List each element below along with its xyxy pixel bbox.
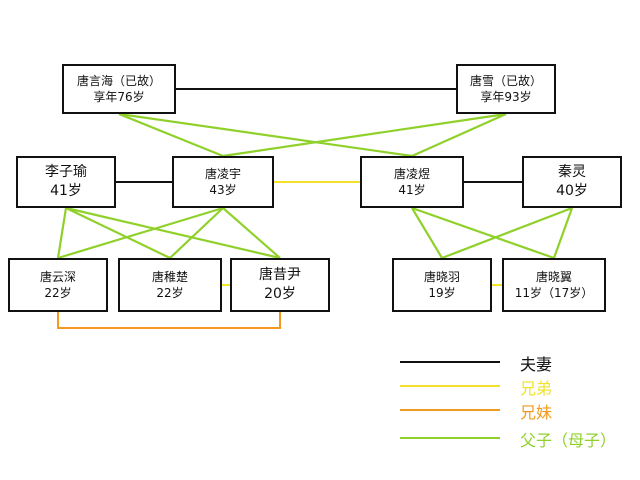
person-tang-xiaoyu: 唐晓羽 19岁 bbox=[392, 258, 492, 312]
person-tang-yanhai: 唐言海（已故） 享年76岁 bbox=[62, 64, 176, 114]
person-tang-xiyin: 唐昔尹 20岁 bbox=[230, 258, 330, 312]
legend-label: 兄弟 bbox=[520, 379, 553, 398]
parent-child-line bbox=[57, 206, 224, 260]
person-name: 唐凌煜 bbox=[393, 166, 430, 181]
legend-item-spouse: 夫妻 bbox=[400, 350, 636, 374]
legend-swatch bbox=[400, 361, 500, 363]
person-tang-yunshen: 唐云深 22岁 bbox=[8, 258, 108, 312]
parent-child-line bbox=[552, 207, 574, 259]
person-age: 41岁 bbox=[50, 183, 82, 199]
person-name: 唐凌宇 bbox=[204, 166, 241, 181]
person-age: 11岁（17岁） bbox=[514, 286, 594, 300]
person-tang-xiaoyi: 唐晓翼 11岁（17岁） bbox=[502, 258, 606, 312]
person-age: 享年76岁 bbox=[93, 90, 145, 104]
person-name: 秦灵 bbox=[558, 164, 586, 181]
parent-child-line bbox=[65, 207, 171, 259]
person-name: 唐晓翼 bbox=[535, 269, 572, 284]
parent-child-line bbox=[222, 112, 507, 158]
person-name: 唐昔尹 bbox=[259, 267, 301, 284]
person-tang-lingyu: 唐凌宇 43岁 bbox=[172, 156, 274, 208]
legend-label: 夫妻 bbox=[520, 355, 553, 374]
person-tang-zhichu: 唐稚楚 22岁 bbox=[118, 258, 222, 312]
legend-item-brother-sister: 兄妹 bbox=[400, 398, 636, 422]
legend-item-parent-child: 父子（母子） bbox=[400, 426, 636, 450]
parent-child-line bbox=[65, 206, 281, 260]
person-name: 李子瑜 bbox=[45, 164, 87, 181]
person-age: 40岁 bbox=[556, 183, 588, 199]
legend-label: 兄妹 bbox=[520, 403, 553, 422]
legend-swatch bbox=[400, 437, 500, 439]
person-age: 享年93岁 bbox=[480, 90, 532, 104]
person-age: 43岁 bbox=[209, 183, 237, 197]
legend-swatch bbox=[400, 409, 500, 411]
parent-child-line bbox=[441, 206, 573, 260]
legend-swatch bbox=[400, 385, 500, 387]
person-age: 22岁 bbox=[156, 286, 184, 300]
person-name: 唐稚楚 bbox=[151, 269, 188, 284]
legend-label: 父子（母子） bbox=[520, 431, 617, 450]
parent-child-line bbox=[222, 207, 281, 259]
parent-child-line bbox=[118, 112, 224, 158]
parent-child-line bbox=[411, 206, 555, 260]
parent-child-line bbox=[56, 207, 68, 259]
brother-sister-line bbox=[57, 312, 281, 329]
person-age: 22岁 bbox=[44, 286, 72, 300]
person-age: 41岁 bbox=[398, 183, 426, 197]
person-li-ziyu: 李子瑜 41岁 bbox=[16, 156, 116, 208]
person-age: 19岁 bbox=[428, 286, 456, 300]
person-qin-ling: 秦灵 40岁 bbox=[522, 156, 622, 208]
person-name: 唐言海（已故） bbox=[76, 73, 161, 88]
parent-child-line bbox=[118, 112, 413, 158]
parent-child-line bbox=[411, 207, 443, 259]
person-name: 唐云深 bbox=[39, 269, 76, 284]
person-tang-lingyu-2: 唐凌煜 41岁 bbox=[360, 156, 464, 208]
parent-child-line bbox=[411, 112, 507, 158]
person-name: 唐雪（已故） bbox=[469, 73, 542, 88]
person-tang-xue: 唐雪（已故） 享年93岁 bbox=[456, 64, 556, 114]
parent-child-line bbox=[169, 207, 224, 259]
person-name: 唐晓羽 bbox=[423, 269, 460, 284]
person-age: 20岁 bbox=[264, 286, 296, 302]
legend-item-brothers: 兄弟 bbox=[400, 374, 636, 398]
